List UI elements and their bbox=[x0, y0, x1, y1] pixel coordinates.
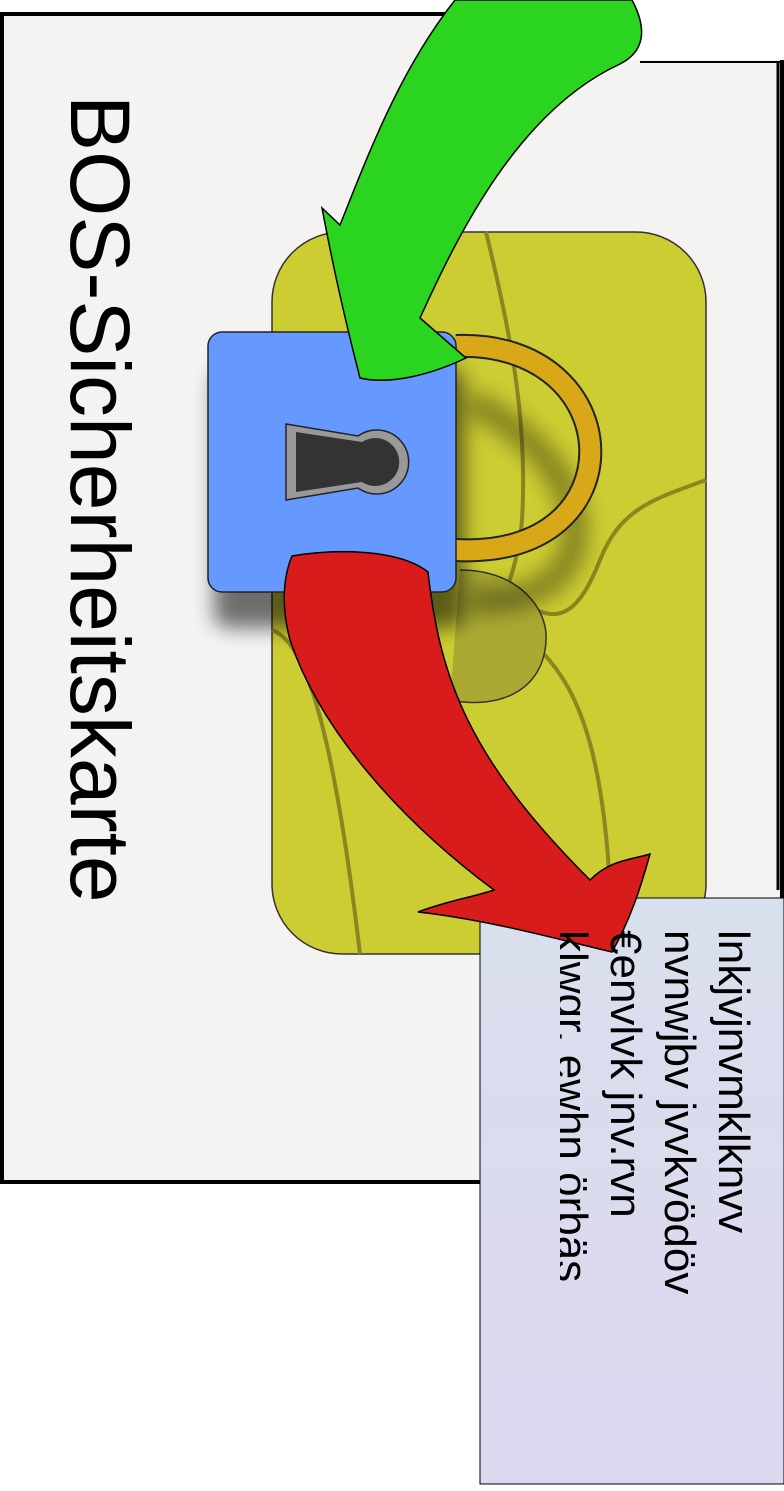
note-text: lnkjvjnvmklknvv nvnwjbv jvvkvödöv €envlv… bbox=[560, 930, 760, 1490]
arrow-out-icon bbox=[283, 550, 652, 953]
note-line: lnkjvjnvmklknvv bbox=[709, 930, 758, 1234]
note-line: klwgr, ewhn örbäs bbox=[560, 930, 596, 1283]
card-title: BOS-Sicherheitskarte bbox=[53, 95, 147, 903]
note-line: €envlvk jnv.rvn bbox=[601, 930, 650, 1218]
note-line: nvnwjbv jvvkvödöv bbox=[655, 930, 704, 1295]
arrow-in-icon bbox=[320, 0, 643, 381]
